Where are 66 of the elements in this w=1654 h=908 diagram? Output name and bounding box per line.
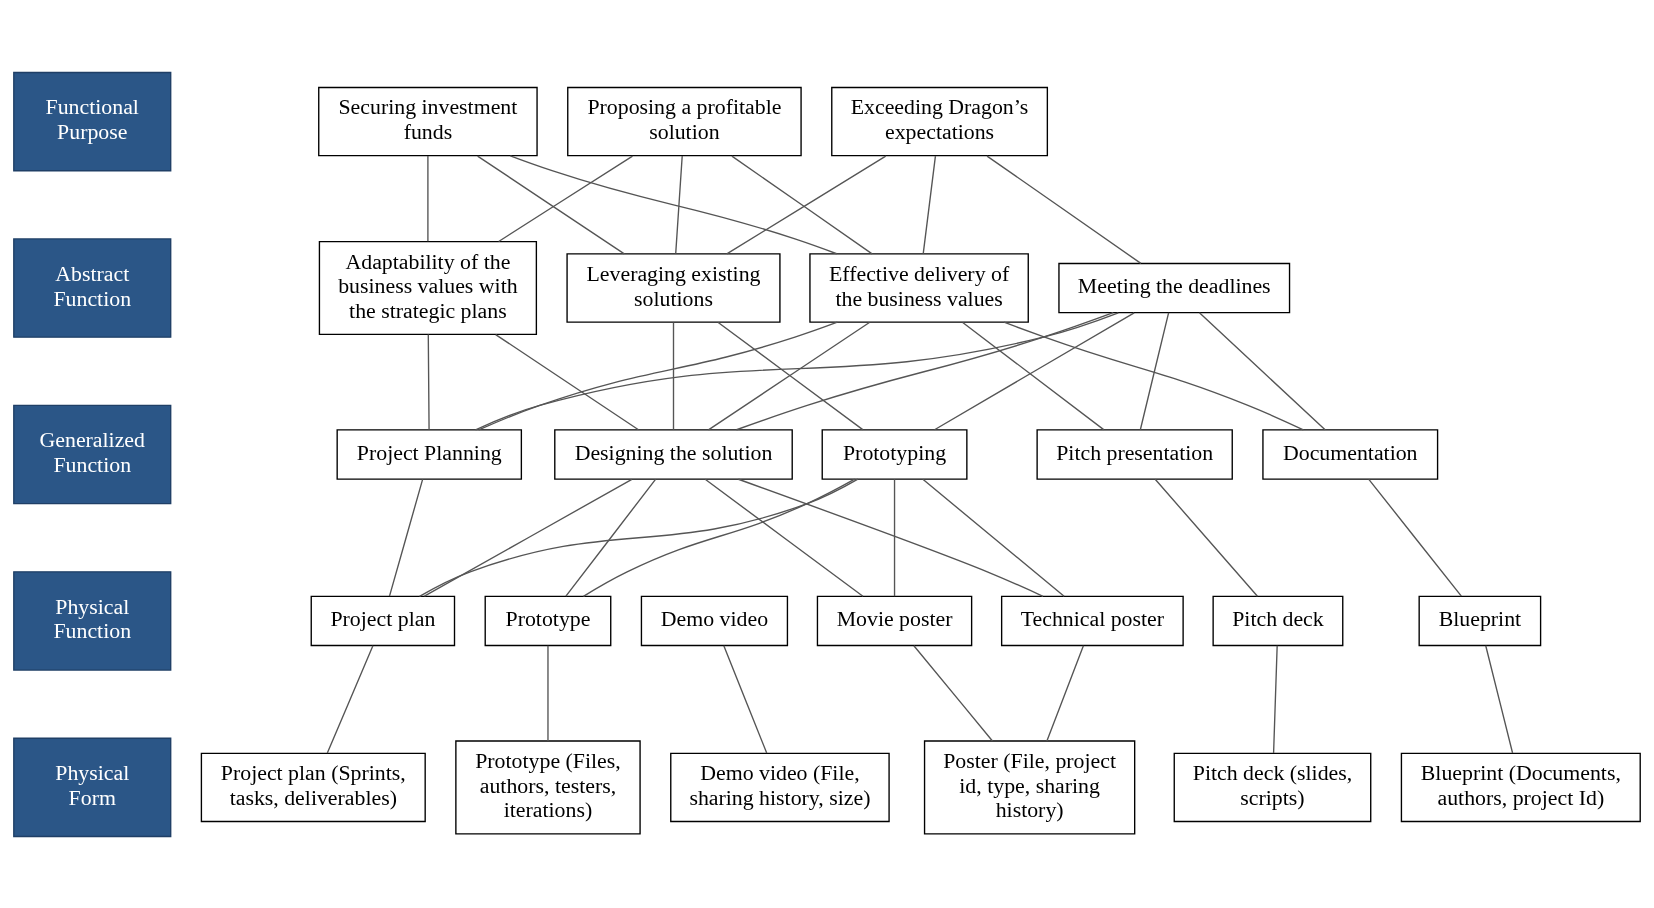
- connector: [962, 321, 1105, 430]
- node-box: Demo video (File, sharing history, size): [670, 752, 890, 822]
- node-box: Technical poster: [1000, 595, 1184, 646]
- node-box: Pitch deck: [1212, 595, 1344, 646]
- connector: [1272, 644, 1278, 754]
- connector: [737, 478, 1044, 597]
- node-box: Documentation: [1262, 428, 1439, 480]
- connector: [922, 478, 1065, 597]
- connector: [1485, 644, 1514, 754]
- connector: [547, 644, 549, 742]
- connector: [498, 154, 634, 242]
- node-box: Prototype (Files, authors, testers, iterations): [455, 739, 641, 834]
- node-box: Prototype: [484, 595, 612, 646]
- node-box: Leveraging existing solutions: [566, 252, 781, 323]
- node-box: Proposing a profitable solution: [567, 86, 802, 156]
- node-box: Project plan: [310, 595, 456, 646]
- connector: [582, 478, 856, 597]
- node-box: Physical Form: [13, 737, 172, 837]
- connector: [1046, 644, 1085, 742]
- connector: [427, 154, 429, 242]
- node-box: Effective delivery of the business values: [809, 252, 1029, 323]
- node-box: Exceeding Dragon’s expectations: [831, 86, 1049, 156]
- node-box: Blueprint: [1418, 595, 1542, 646]
- node-box: Movie poster: [816, 595, 973, 646]
- connector: [893, 478, 896, 597]
- connector: [922, 154, 937, 254]
- connector: [1368, 478, 1462, 597]
- connector: [675, 154, 683, 254]
- connector: [478, 321, 839, 431]
- connector: [474, 311, 1119, 430]
- connector: [427, 333, 430, 430]
- connector: [418, 477, 859, 597]
- connector: [423, 478, 633, 597]
- node-box: Prototyping: [821, 428, 968, 480]
- node-box: Blueprint (Documents, authors, project Id): [1400, 752, 1641, 822]
- connector: [1003, 321, 1305, 431]
- connector: [672, 321, 675, 430]
- connector: [913, 644, 994, 742]
- connector: [388, 478, 424, 597]
- node-box: Pitch presentation: [1036, 428, 1233, 480]
- connector: [326, 644, 374, 754]
- node-box: Functional Purpose: [13, 71, 172, 171]
- connector: [565, 478, 657, 597]
- connector: [1154, 478, 1259, 597]
- connector: [986, 154, 1142, 264]
- node-box: Abstract Function: [13, 237, 172, 338]
- node-box: Generalized Function: [13, 404, 172, 504]
- connector: [1139, 311, 1170, 430]
- connector: [933, 311, 1135, 430]
- node-box: Poster (File, project id, type, sharing history): [923, 739, 1136, 834]
- node-box: Demo video: [640, 595, 789, 646]
- node-box: Securing investment funds: [318, 86, 538, 156]
- connector: [704, 478, 864, 597]
- node-box: Physical Function: [13, 570, 172, 671]
- node-box: Project Planning: [336, 428, 523, 480]
- node-box: Designing the solution: [554, 428, 793, 480]
- node-box: Pitch deck (slides, scripts): [1173, 752, 1372, 822]
- connector: [1198, 311, 1326, 430]
- connector: [509, 154, 838, 254]
- node-box: Project plan (Sprints, tasks, deliverables): [200, 752, 426, 822]
- connector: [735, 311, 1114, 430]
- connector: [476, 154, 625, 255]
- connector: [495, 333, 640, 430]
- node-box: Meeting the deadlines: [1058, 262, 1291, 313]
- connector: [723, 644, 768, 754]
- node-box: Adaptability of the business values with the strategic plans: [318, 240, 538, 335]
